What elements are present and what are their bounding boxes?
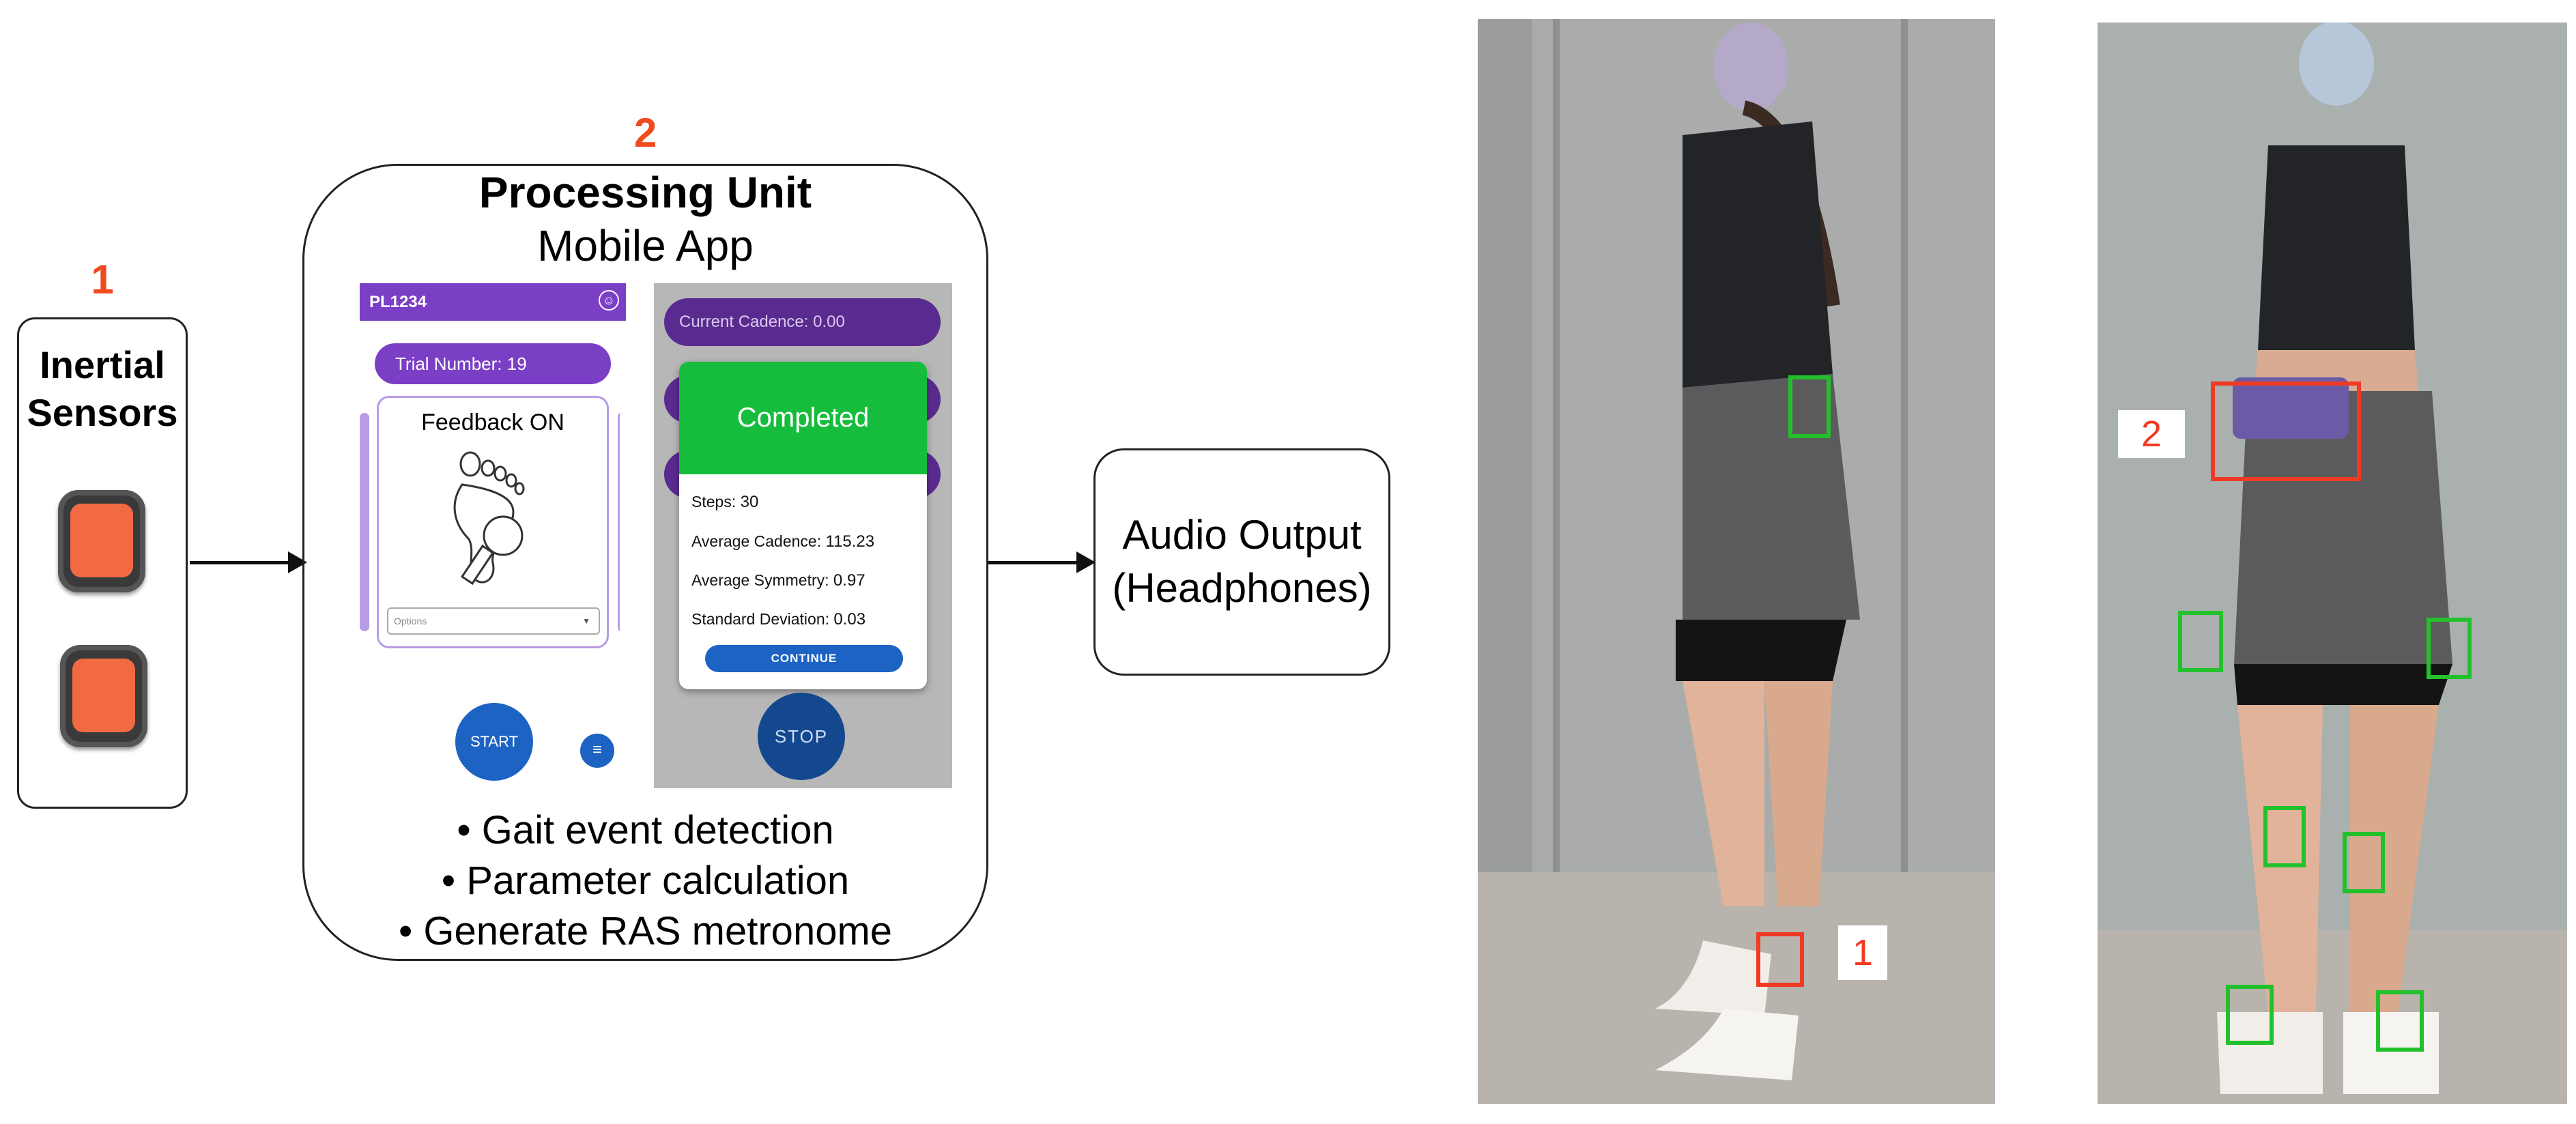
- inertial-sensors-box: [17, 317, 188, 809]
- processing-unit-title: Processing Unit: [478, 168, 812, 217]
- arrow-sensors-to-processing: [190, 551, 307, 573]
- front-view-illustration: [2098, 23, 2567, 1104]
- audio-output-box: [1093, 448, 1390, 676]
- step-number-2: 2: [633, 110, 657, 156]
- person-icon[interactable]: ☺: [599, 290, 619, 311]
- sensor-location-box: [2263, 806, 2306, 867]
- stat-average-symmetry: Average Symmetry: 0.97: [691, 571, 865, 590]
- photo-label-2: 2: [2118, 410, 2185, 458]
- footprint-icon: [453, 451, 525, 586]
- options-placeholder: Options: [394, 616, 427, 626]
- audio-output-label: Audio Output (Headphones): [1093, 508, 1390, 615]
- start-button[interactable]: START: [455, 703, 533, 781]
- highlighted-ankle-sensor-box: [1756, 932, 1804, 987]
- feedback-label: Feedback ON: [421, 409, 564, 435]
- bullet-generate-ras-metronome: • Generate RAS metronome: [398, 909, 893, 953]
- sensor-location-box: [1788, 375, 1831, 438]
- step-number-1: 1: [91, 257, 114, 302]
- continue-button[interactable]: CONTINUE: [705, 645, 903, 672]
- photo-side-view: 1: [1478, 19, 1995, 1104]
- highlighted-phone-box: [2211, 381, 2361, 481]
- sensor-location-box: [2178, 611, 2223, 672]
- processing-unit-subtitle: Mobile App: [537, 221, 754, 270]
- menu-icon[interactable]: ≡: [580, 734, 614, 768]
- processing-unit-box: [302, 164, 988, 961]
- bullet-parameter-calculation: • Parameter calculation: [441, 859, 850, 903]
- caret-down-icon: ▼: [582, 616, 590, 626]
- carousel-edge-right: [618, 413, 625, 631]
- sensors-title-line2: Sensors: [27, 391, 178, 434]
- current-cadence-pill: Current Cadence: 0.00: [664, 298, 941, 346]
- stat-steps: Steps: 30: [691, 493, 759, 511]
- stop-button[interactable]: STOP: [758, 693, 845, 780]
- phone-screen-completed: Current Cadence: 0.00 Completed Steps: 3…: [654, 283, 952, 788]
- completed-dialog: Completed Steps: 30 Average Cadence: 115…: [679, 362, 927, 689]
- carousel-edge-left: [360, 413, 369, 631]
- app-header-bar: PL1234: [360, 283, 626, 321]
- audio-output-line1: Audio Output: [1122, 512, 1362, 558]
- inertial-sensor-icon: [58, 490, 145, 592]
- sensor-location-box: [2427, 618, 2472, 679]
- photo-front-view: 2: [2098, 23, 2567, 1104]
- sensor-location-box: [2376, 990, 2424, 1052]
- inertial-sensor-icon: [60, 645, 147, 747]
- stat-average-cadence: Average Cadence: 115.23: [691, 532, 875, 551]
- arrow-processing-to-audio: [988, 551, 1096, 573]
- sensor-location-box: [2343, 832, 2385, 893]
- audio-output-line2: (Headphones): [1112, 565, 1372, 611]
- sensors-title-line1: Inertial: [40, 343, 165, 386]
- stat-standard-deviation: Standard Deviation: 0.03: [691, 610, 866, 629]
- inertial-sensors-title: Inertial Sensors: [17, 341, 188, 437]
- phone-screen-feedback: PL1234 ☺ Trial Number: 19 Feedback ON Op…: [360, 283, 626, 788]
- options-select[interactable]: Options ▼: [387, 607, 600, 635]
- trial-number-pill: Trial Number: 19: [375, 343, 611, 384]
- processing-bullet-list: • Gait event detection • Parameter calcu…: [302, 805, 988, 957]
- bullet-gait-event-detection: • Gait event detection: [457, 808, 834, 852]
- photo-label-1: 1: [1838, 925, 1887, 980]
- participant-id: PL1234: [369, 293, 427, 311]
- completed-dialog-title: Completed: [679, 362, 927, 474]
- side-view-illustration: [1478, 19, 1995, 1104]
- sensor-location-box: [2226, 985, 2274, 1045]
